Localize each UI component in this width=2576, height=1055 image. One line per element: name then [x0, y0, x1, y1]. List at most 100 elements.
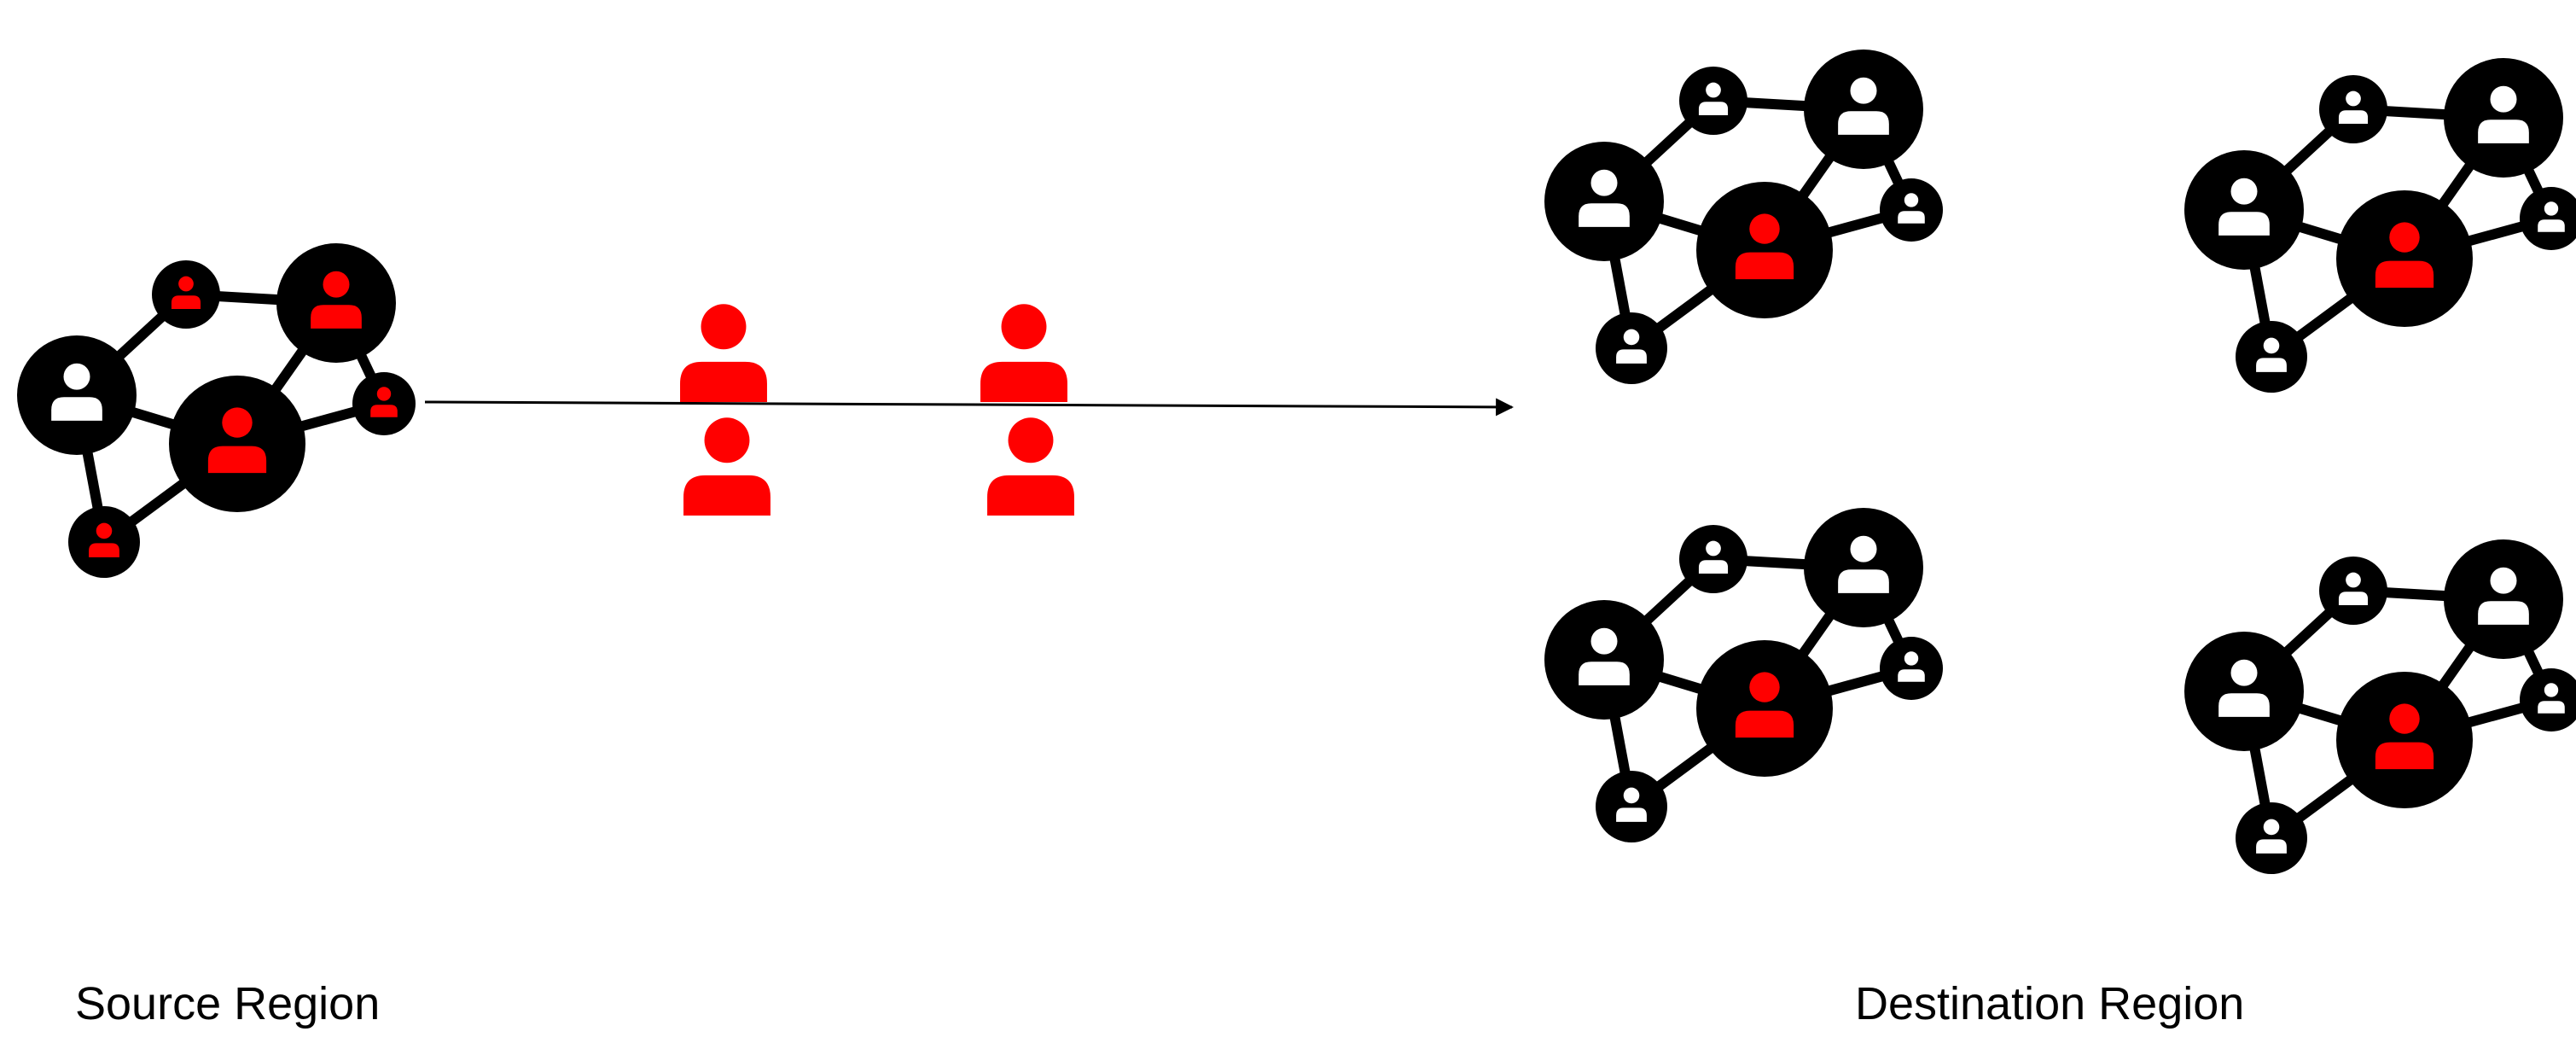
network-node: [2319, 557, 2387, 625]
network-node: [68, 506, 140, 578]
source-network: [17, 243, 416, 578]
destination-region-label: Destination Region: [1855, 978, 2245, 1029]
migrant-person-icon: [2375, 222, 2434, 289]
person-icon: [1616, 329, 1647, 364]
network-node: [2444, 539, 2563, 659]
migrant-person-icon: [980, 304, 1067, 402]
network-node: [1544, 600, 1664, 720]
person-icon: [2218, 659, 2270, 717]
migrant-person-icon: [370, 387, 398, 417]
node-circle: [2236, 802, 2307, 874]
person-icon: [1616, 787, 1647, 822]
person-icon: [1698, 82, 1729, 116]
node-circle: [1596, 771, 1667, 842]
migrant-person-icon: [987, 417, 1074, 516]
network-node: [2184, 150, 2304, 270]
network-node: [1544, 142, 1664, 261]
node-circle: [1679, 525, 1747, 593]
person-icon: [51, 363, 102, 421]
node-circle: [17, 335, 137, 455]
node-circle: [276, 243, 396, 363]
node-circle: [169, 376, 305, 512]
network-node: [2336, 190, 2473, 327]
node-circle: [1544, 600, 1664, 720]
node-circle: [2319, 75, 2387, 143]
network-node: [2236, 802, 2307, 874]
network-node: [1696, 640, 1833, 777]
person-icon: [1838, 535, 1889, 593]
node-circle: [1596, 312, 1667, 384]
person-icon: [1838, 77, 1889, 135]
node-circle: [1804, 508, 1923, 627]
node-circle: [2236, 321, 2307, 393]
person-icon: [2256, 819, 2287, 854]
network-node: [169, 376, 305, 512]
network-node: [1880, 178, 1943, 242]
person-icon: [1579, 169, 1630, 227]
network-node: [2319, 75, 2387, 143]
node-circle: [1544, 142, 1664, 261]
network-node: [1596, 771, 1667, 842]
network-node: [276, 243, 396, 363]
node-circle: [2520, 187, 2576, 250]
node-circle: [2520, 668, 2576, 732]
node-circle: [1880, 637, 1943, 700]
migration-arrow: [424, 398, 1515, 417]
network-node: [2520, 668, 2576, 732]
node-circle: [1696, 182, 1833, 318]
person-icon: [1898, 651, 1925, 682]
person-icon: [2218, 178, 2270, 236]
node-circle: [152, 260, 220, 329]
node-circle: [1804, 50, 1923, 169]
person-icon: [2538, 683, 2565, 714]
person-icon: [1898, 193, 1925, 224]
person-icon: [2338, 572, 2369, 606]
source-region-label: Source Region: [75, 978, 381, 1029]
person-icon: [2478, 85, 2529, 143]
node-circle: [2319, 557, 2387, 625]
node-circle: [2336, 190, 2473, 327]
node-circle: [2444, 539, 2563, 659]
migrant-person-icon: [1735, 672, 1794, 738]
network-node: [1880, 637, 1943, 700]
node-circle: [2444, 58, 2563, 178]
network-node: [1804, 50, 1923, 169]
migrant-person-icon: [1735, 213, 1794, 280]
person-icon: [2478, 567, 2529, 625]
person-icon: [2256, 337, 2287, 372]
destination-network-4: [2184, 539, 2576, 874]
network-node: [2336, 672, 2473, 808]
person-icon: [1698, 540, 1729, 574]
node-circle: [2336, 672, 2473, 808]
node-circle: [68, 506, 140, 578]
network-node: [1679, 525, 1747, 593]
migrant-person-icon: [680, 304, 767, 402]
person-icon: [1579, 627, 1630, 685]
migrant-person-icon: [89, 522, 119, 557]
network-node: [2184, 632, 2304, 751]
network-node: [17, 335, 137, 455]
node-circle: [2184, 150, 2304, 270]
migrant-person-icon: [683, 417, 770, 516]
network-node: [1696, 182, 1833, 318]
network-node: [1596, 312, 1667, 384]
person-icon: [2538, 201, 2565, 232]
migrant-person-icon: [171, 276, 201, 310]
network-node: [1679, 67, 1747, 135]
destination-network-2: [2184, 58, 2576, 393]
migrant-person-icon: [2375, 703, 2434, 770]
node-circle: [1880, 178, 1943, 242]
network-node: [2236, 321, 2307, 393]
network-node: [2520, 187, 2576, 250]
node-circle: [2184, 632, 2304, 751]
node-circle: [352, 372, 416, 435]
network-node: [352, 372, 416, 435]
node-circle: [1679, 67, 1747, 135]
node-circle: [1696, 640, 1833, 777]
network-node: [152, 260, 220, 329]
migrant-person-icon: [311, 271, 362, 329]
network-node: [1804, 508, 1923, 627]
migrant-person-icon: [207, 407, 267, 474]
destination-network-3: [1544, 508, 1943, 842]
